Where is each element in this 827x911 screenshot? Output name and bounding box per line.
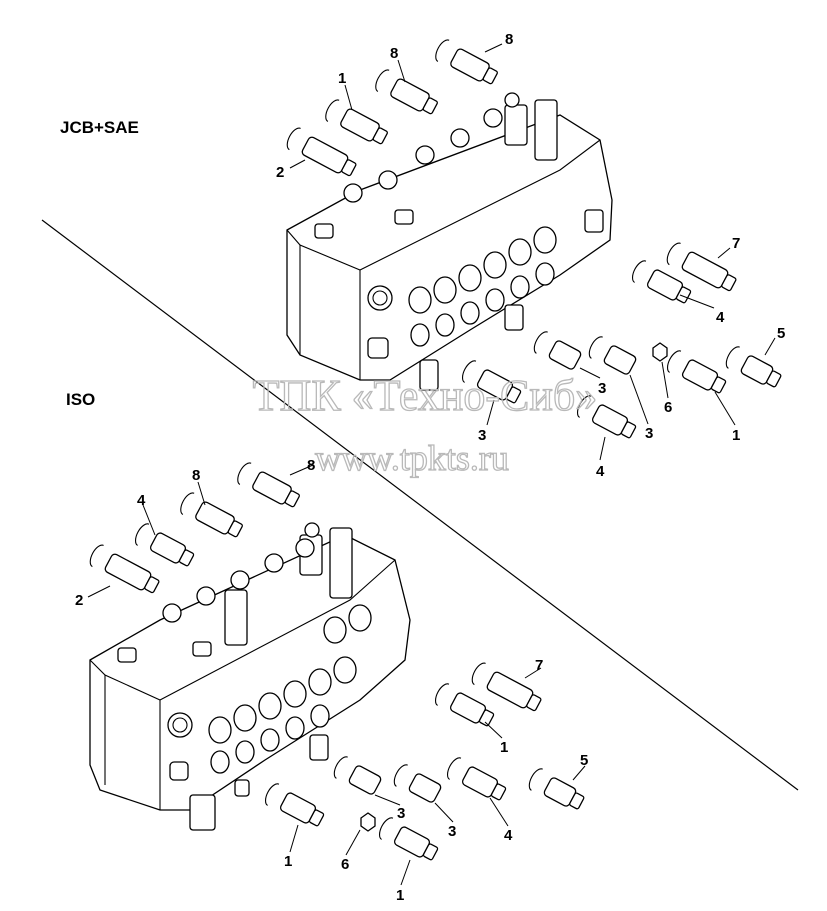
callout-label: 8 bbox=[505, 31, 513, 48]
callout-label: 4 bbox=[716, 309, 725, 326]
callout-label: 5 bbox=[580, 752, 588, 769]
callout-label: 3 bbox=[645, 425, 653, 442]
section-label-top: JCB+SAE bbox=[60, 118, 139, 137]
callout-label: 4 bbox=[596, 463, 605, 480]
callout-label: 4 bbox=[137, 492, 146, 509]
callout-label: 7 bbox=[732, 235, 740, 252]
watermark-line2: www.tpkts.ru bbox=[315, 438, 509, 478]
callout-label: 1 bbox=[732, 427, 740, 444]
callout-label: 3 bbox=[397, 805, 405, 822]
callout-label: 1 bbox=[396, 887, 404, 904]
callout-label: 3 bbox=[448, 823, 456, 840]
callout-label: 2 bbox=[276, 164, 284, 181]
watermark-line1: ТПК «Техно-Сиб» bbox=[253, 371, 598, 420]
callout-label: 4 bbox=[504, 827, 513, 844]
fittings-bottom bbox=[89, 462, 585, 861]
valve-block-bottom bbox=[89, 522, 411, 831]
callout-label: 1 bbox=[338, 70, 346, 87]
callout-label: 6 bbox=[341, 856, 349, 873]
callout-label: 6 bbox=[664, 399, 672, 416]
callout-label: 1 bbox=[500, 739, 508, 756]
callout-label: 8 bbox=[192, 467, 200, 484]
callout-label: 3 bbox=[478, 427, 486, 444]
callout-label: 8 bbox=[307, 457, 315, 474]
callout-label: 2 bbox=[75, 592, 83, 609]
valve-block-top bbox=[286, 92, 613, 391]
callout-label: 8 bbox=[390, 45, 398, 62]
callout-label: 7 bbox=[535, 657, 543, 674]
section-label-bottom: ISO bbox=[66, 390, 95, 409]
section-divider bbox=[41, 219, 799, 791]
fittings-top bbox=[286, 39, 782, 439]
callout-label: 1 bbox=[284, 853, 292, 870]
leader-lines bbox=[87, 43, 776, 886]
callout-label: 3 bbox=[598, 380, 606, 397]
callout-label: 5 bbox=[777, 325, 785, 342]
